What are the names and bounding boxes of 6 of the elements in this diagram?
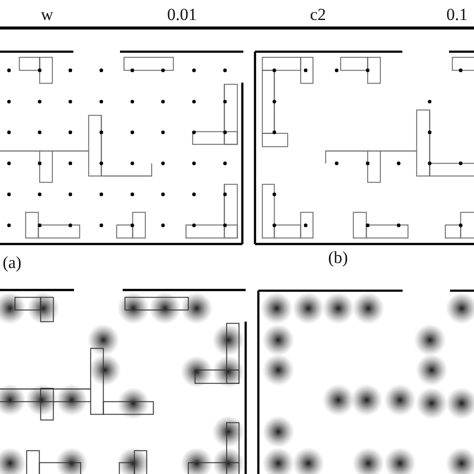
table-cell-text: 0.1 <box>446 6 468 24</box>
table-cell-text: 0.01 <box>167 6 197 24</box>
table-cell-text: w <box>40 6 54 24</box>
panel-label: (b) <box>328 249 348 267</box>
panel-label: (a) <box>2 254 22 272</box>
table-cell-text: c2 <box>310 6 326 24</box>
